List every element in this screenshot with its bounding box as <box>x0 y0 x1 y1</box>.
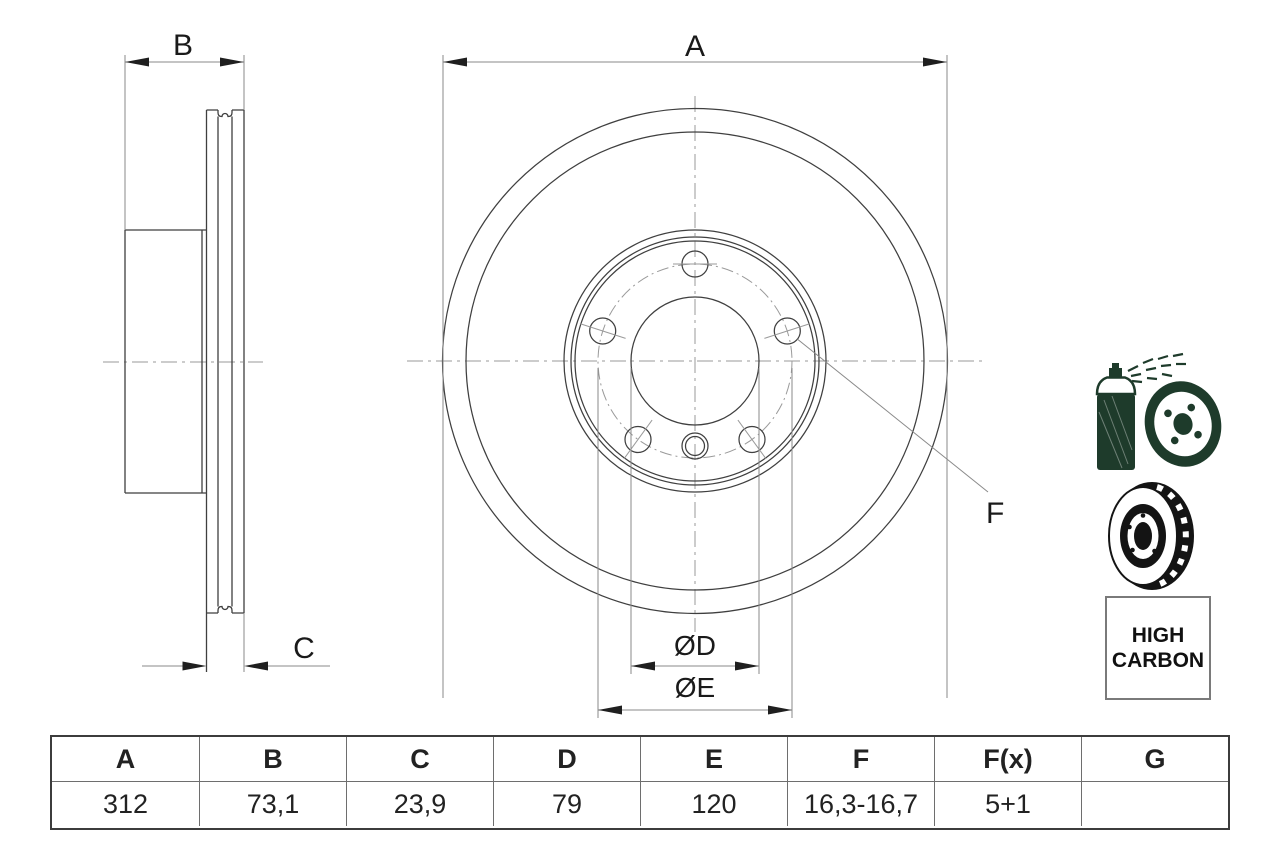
side-view <box>125 109 244 672</box>
table-value-cell: 73,1 <box>199 782 346 826</box>
bolt-hole-upper-left <box>589 317 617 345</box>
hat-face-circle <box>574 240 816 482</box>
bolt-hole-upper-right <box>773 317 801 345</box>
table-value-cell: 312 <box>102 788 149 819</box>
table-header-cell: A <box>52 737 199 782</box>
locating-hole-inner <box>684 435 706 457</box>
arrowhead <box>598 705 622 715</box>
dimension-e: ØE <box>597 368 793 718</box>
arrowhead <box>631 661 655 671</box>
dimension-label-bolt-circle: ØE <box>675 672 715 703</box>
dimension-label-c: C <box>293 632 315 665</box>
table-value-cell: 5+1 <box>934 782 1081 826</box>
side-view-extension-lines <box>124 55 245 672</box>
table-value-cell: 16,3-16,7 <box>787 782 934 826</box>
table-value-cell: 120 <box>640 782 787 826</box>
bolt-hole-lower-left <box>624 425 652 454</box>
arrowhead <box>768 705 792 715</box>
bolt-hole-lower-right <box>738 425 766 454</box>
coated-disc-spray-icon <box>1095 352 1222 470</box>
table-header-cell: F <box>787 737 934 782</box>
dimension-label-a: A <box>685 30 705 63</box>
hat-ring-circle <box>570 236 820 486</box>
locating-hole-outer <box>681 432 709 460</box>
centerlines <box>103 96 983 632</box>
hat-outline <box>125 229 207 494</box>
dimension-label-bore: ØD <box>674 630 716 661</box>
dimension-d: ØD <box>630 368 760 674</box>
dimension-c: C <box>142 632 330 671</box>
dimension-b: B <box>125 29 244 67</box>
spray-mist <box>1127 352 1186 384</box>
arrowhead <box>220 57 244 67</box>
dimension-label-f: F <box>986 497 1004 530</box>
center-bore-circle <box>630 296 760 426</box>
table-header-cell: F(x) <box>934 737 1081 782</box>
table-value-cell: 23,9 <box>346 782 493 826</box>
vented-disc-icon <box>1108 482 1194 590</box>
dimension-f-leader: F <box>797 338 1004 530</box>
disc-inner-edge-circle <box>465 131 925 591</box>
dimension-label-b: B <box>173 29 193 62</box>
vent-slot-walls <box>217 116 233 607</box>
arrowhead <box>735 661 759 671</box>
hat-outer-circle <box>563 229 827 493</box>
dimension-a: A <box>442 30 948 698</box>
table-header-cell: C <box>346 737 493 782</box>
table-header-cell: E <box>640 737 787 782</box>
dimensions-table: A B C D E F F(x) G 312 73,1 23,9 79 120 … <box>50 735 1230 830</box>
arrowhead <box>244 661 268 671</box>
table-header-cell: G <box>1081 737 1228 782</box>
vent-slot-notch-bottom <box>217 605 233 613</box>
vent-slot-notch-top <box>217 110 233 118</box>
high-carbon-badge: HIGH CARBON <box>1105 596 1211 700</box>
table-value-cell: 79 <box>493 782 640 826</box>
arrowhead <box>443 57 467 67</box>
badge-line1: HIGH <box>1131 624 1185 647</box>
spray-can-body <box>1097 394 1135 470</box>
badge-line2: CARBON <box>1111 649 1205 672</box>
table-header-cell: D <box>493 737 640 782</box>
table-value-cell <box>1081 782 1228 826</box>
table-header-cell: B <box>199 737 346 782</box>
arrowhead <box>182 661 207 671</box>
bolt-hole-ticks <box>579 263 811 460</box>
arrowhead <box>125 57 149 67</box>
arrowhead <box>923 57 947 67</box>
